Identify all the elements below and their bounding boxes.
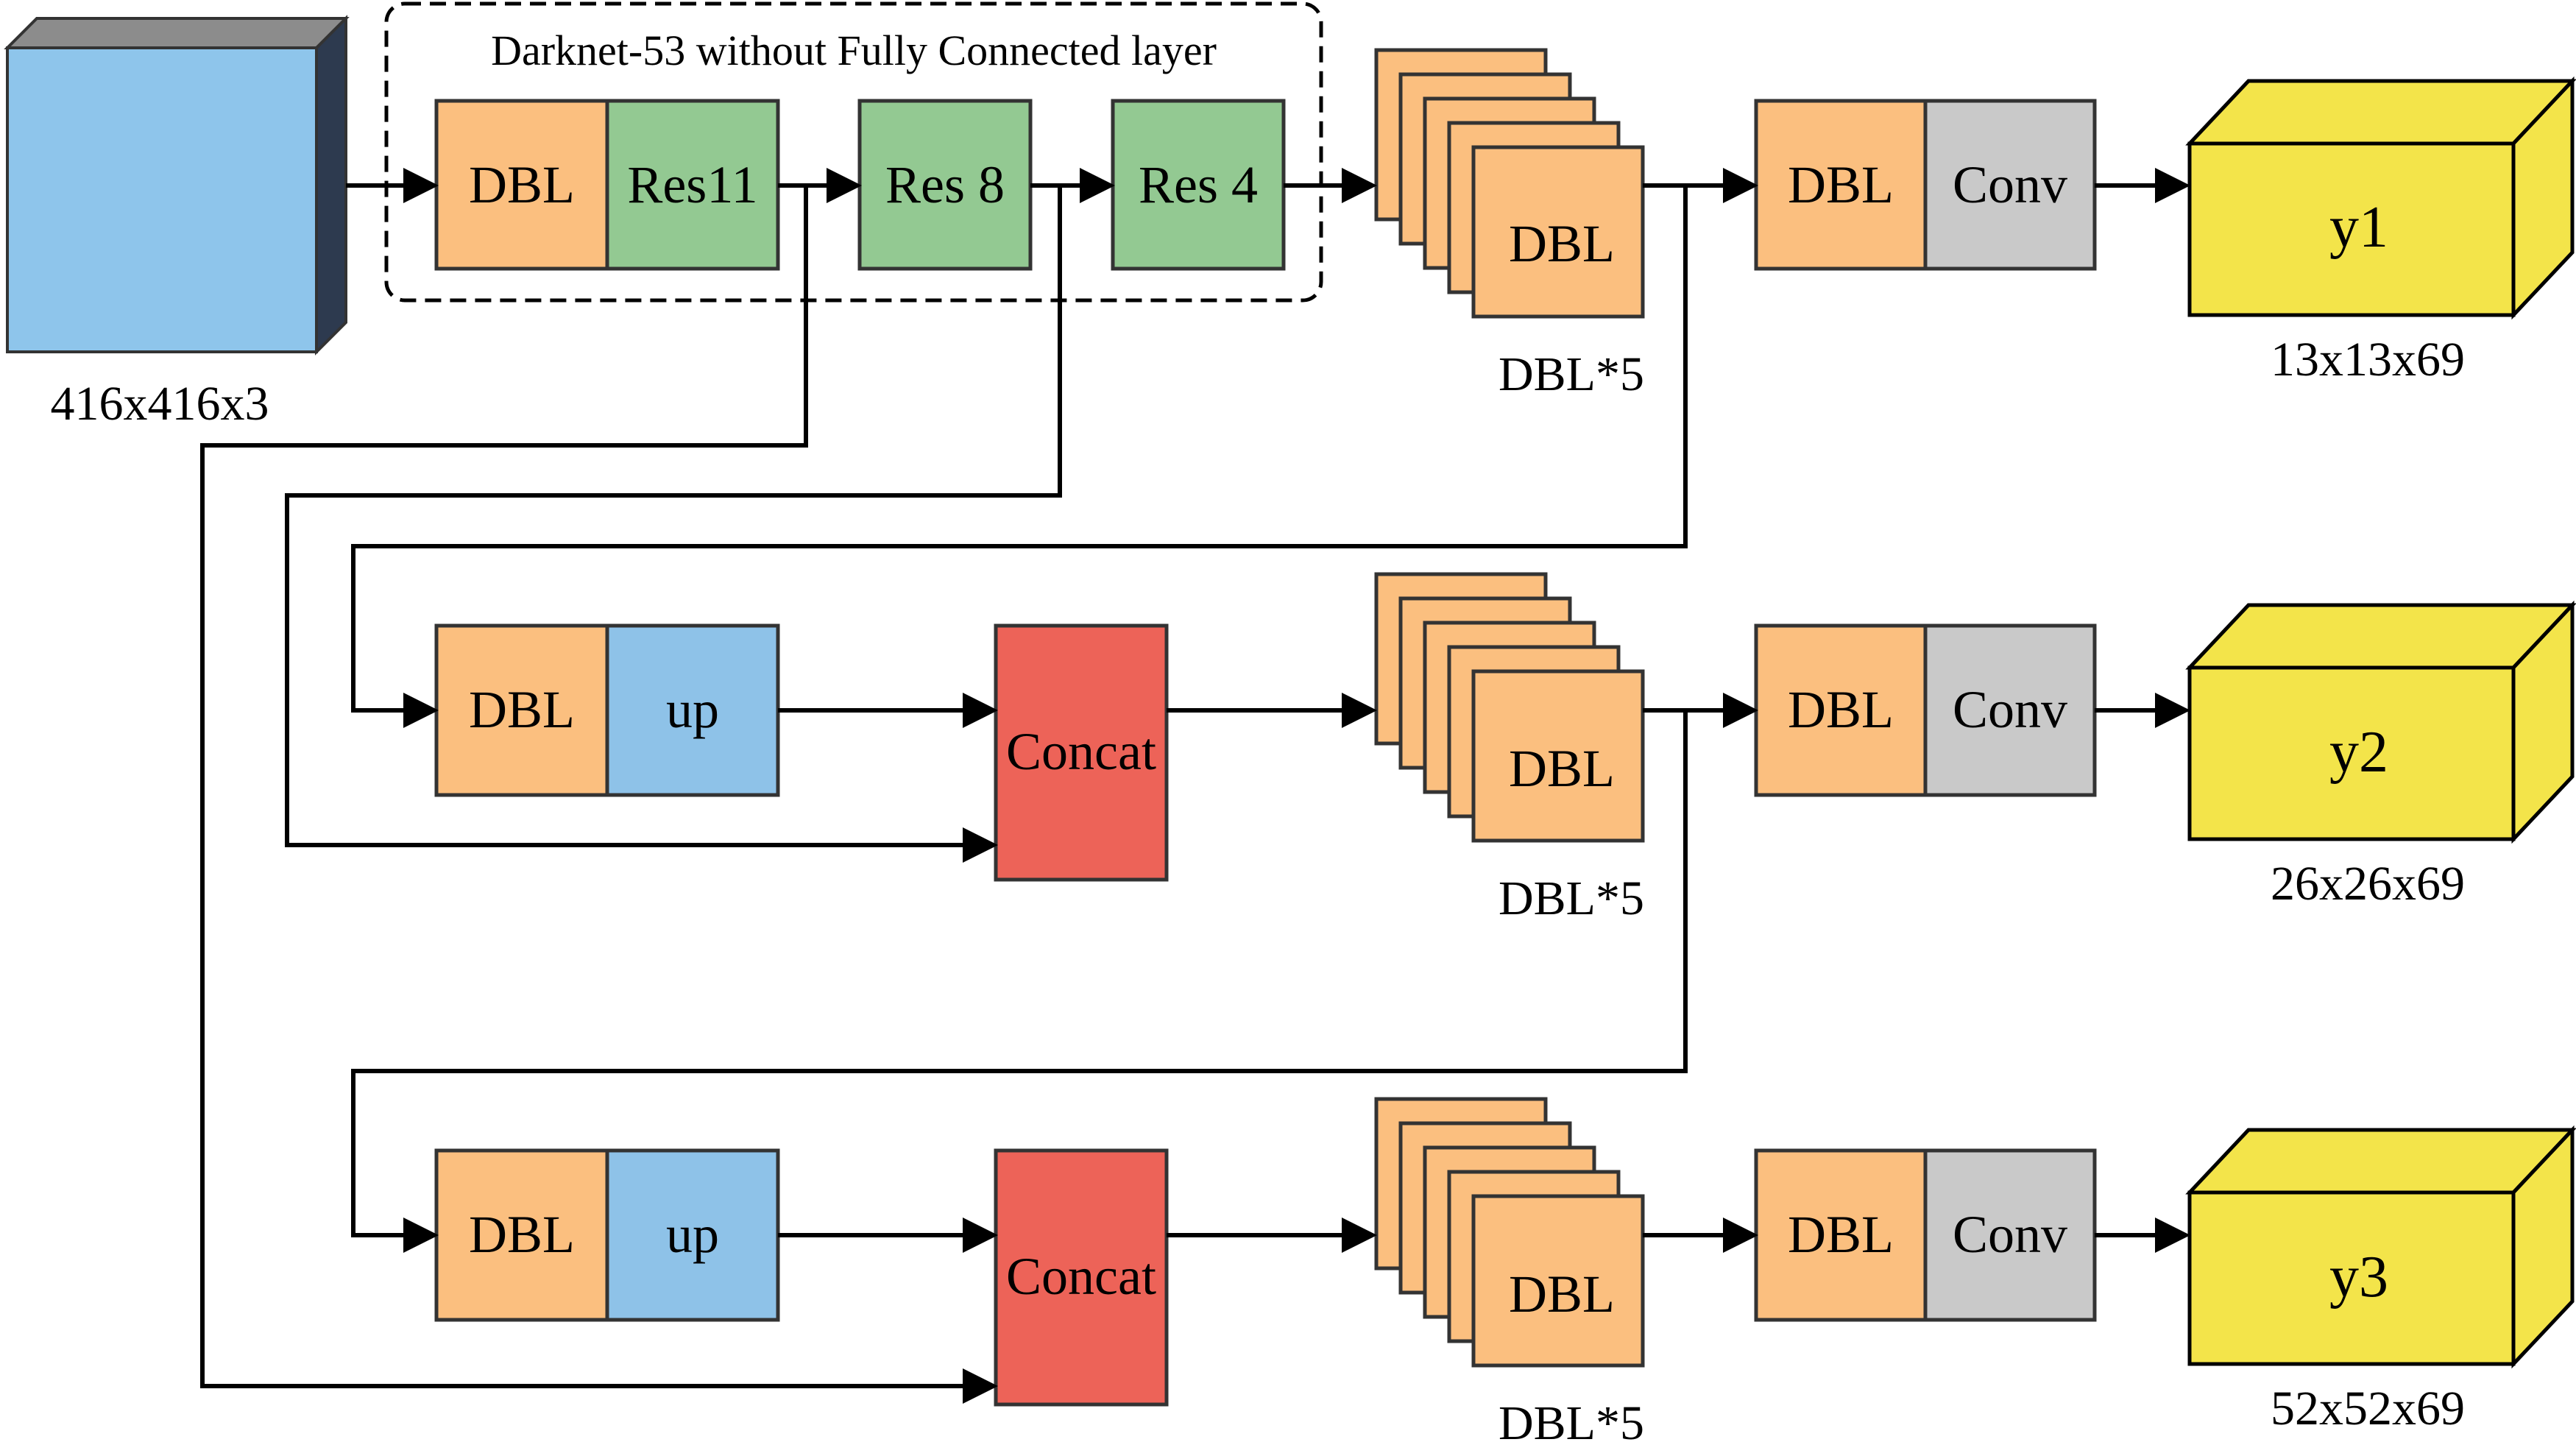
row2-dbl-block — [434, 623, 609, 797]
row3-concat-block — [994, 1148, 1169, 1407]
row3-concat-label: Concat — [1006, 1247, 1156, 1306]
output-y2-cube — [2185, 600, 2576, 844]
row2-dbl-label: DBL — [469, 680, 575, 739]
res11-block — [605, 99, 780, 271]
route-res11-to-concat3 — [200, 185, 998, 1404]
route-stack1-to-row2 — [351, 185, 1688, 728]
backbone-title: Darknet-53 without Fully Connected layer — [491, 26, 1217, 74]
output-y1-label: y1 — [2329, 195, 2388, 260]
row3-up-label: up — [666, 1205, 719, 1264]
res11-label: Res11 — [627, 155, 757, 214]
connectors — [200, 168, 2190, 1404]
row2-conv-label: Conv — [1953, 680, 2067, 739]
res4-label: Res 4 — [1139, 155, 1258, 214]
row2-head-dbl-block — [1754, 623, 1928, 797]
route-res8-to-concat2 — [285, 185, 1062, 863]
row3-stack-label: DBL — [1509, 1265, 1615, 1324]
row3-conv-label: Conv — [1953, 1205, 2067, 1264]
output-y1-cube — [2185, 76, 2576, 320]
backbone-group — [384, 1, 1323, 303]
row1-stack-label: DBL — [1509, 214, 1615, 273]
input-tensor-side — [315, 15, 347, 356]
row1-head-dbl-label: DBL — [1788, 155, 1894, 214]
row3-head-dbl-label: DBL — [1788, 1205, 1894, 1264]
backbone-dbl-block — [434, 99, 609, 271]
output-y3-cube — [2185, 1125, 2576, 1369]
output-y3-label: y3 — [2329, 1245, 2388, 1310]
row1-head-dbl-block — [1754, 99, 1928, 271]
res8-label: Res 8 — [885, 155, 1005, 214]
row2-up-block — [605, 623, 780, 797]
row3-dbl-label: DBL — [469, 1205, 575, 1264]
res4-block — [1111, 99, 1286, 271]
row2-concat-label: Concat — [1006, 722, 1156, 781]
row1-conv-label: Conv — [1953, 155, 2067, 214]
row3-stack-caption: DBL*5 — [1498, 1396, 1644, 1450]
input-tensor-front — [6, 46, 318, 353]
row3-head-dbl-block — [1754, 1148, 1928, 1322]
input-tensor-top — [4, 17, 350, 49]
output-y1-caption: 13x13x69 — [2271, 333, 2465, 386]
row3-dbl-stack — [1374, 1097, 1645, 1368]
row3-conv-block — [1923, 1148, 2097, 1322]
row2-head-dbl-label: DBL — [1788, 680, 1894, 739]
row3-dbl-block — [434, 1148, 609, 1322]
output-y2-caption: 26x26x69 — [2271, 857, 2465, 911]
row1-stack-caption: DBL*5 — [1498, 347, 1644, 401]
row2-stack-label: DBL — [1509, 739, 1615, 798]
backbone-dbl-label: DBL — [469, 155, 575, 214]
row1-dbl-stack — [1374, 48, 1645, 319]
row2-stack-caption: DBL*5 — [1498, 872, 1644, 925]
output-y3-caption: 52x52x69 — [2271, 1382, 2465, 1435]
row2-dbl-stack — [1374, 572, 1645, 843]
input-size-caption: 416x416x3 — [51, 377, 269, 431]
row3-up-block — [605, 1148, 780, 1322]
input-tensor — [4, 15, 350, 356]
route-stack2-to-row3 — [351, 710, 1688, 1253]
output-y2-label: y2 — [2329, 720, 2388, 785]
row2-concat-block — [994, 623, 1169, 882]
row2-up-label: up — [666, 680, 719, 739]
